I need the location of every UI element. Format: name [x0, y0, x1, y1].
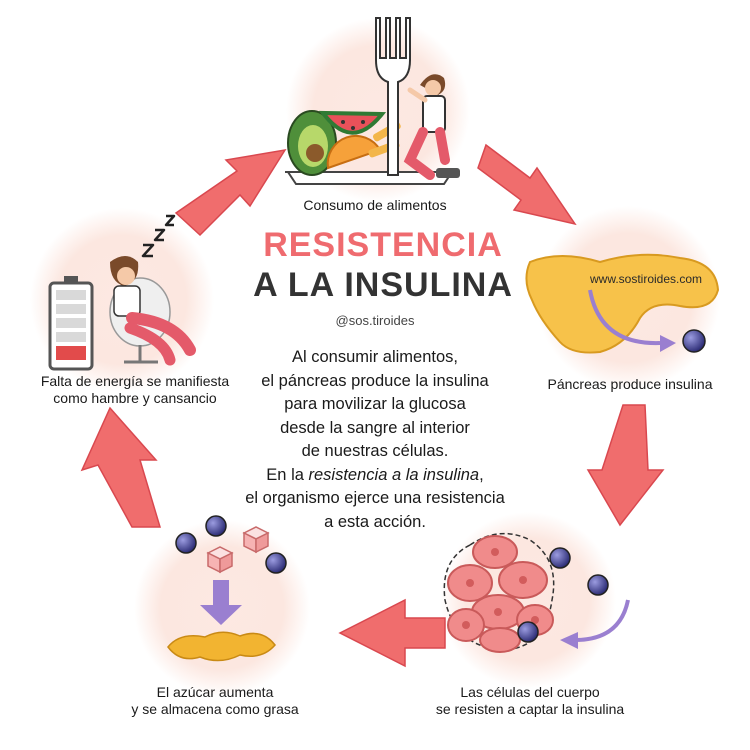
orange-slice-icon	[326, 134, 382, 170]
purple-arrow-icon	[560, 632, 578, 649]
caption-line: Las células del cuerpo	[460, 684, 600, 700]
insulin-molecule-icon	[205, 515, 227, 537]
watermelon-icon	[318, 110, 387, 135]
purple-arrow-icon	[660, 335, 676, 352]
caption-line: Páncreas produce insulina	[547, 376, 713, 392]
pancreas-illustration	[525, 253, 720, 354]
caption-line: El azúcar aumenta	[156, 684, 274, 700]
energy-illustration	[48, 214, 196, 371]
description-line: a esta acción.	[324, 512, 426, 531]
sugar-illustration	[167, 515, 287, 662]
caption-line: como hambre y cansancio	[53, 390, 217, 406]
sugar-cube-icon	[242, 526, 270, 554]
down-arrow-icon	[200, 580, 242, 625]
battery-low-icon	[48, 276, 94, 371]
website-url: www.sostiroides.com	[590, 272, 703, 286]
caption-pancreas: Páncreas produce insulina	[530, 376, 730, 393]
description-line: desde la sangre al interior	[280, 418, 470, 437]
title-line-2: A LA INSULINA	[253, 266, 513, 304]
cycle-arrow-icon	[586, 404, 665, 527]
insulin-molecule-icon	[265, 552, 287, 574]
description-prefix: En la	[266, 465, 309, 484]
fork-icon	[375, 17, 411, 176]
insulin-molecule-icon	[517, 621, 539, 643]
insulin-molecule-icon	[682, 329, 706, 353]
caption-line: Consumo de alimentos	[303, 197, 447, 213]
caption-line: y se almacena como grasa	[131, 701, 299, 717]
social-handle: @sos.tiroides	[335, 313, 415, 328]
description-line: Al consumir alimentos,	[292, 348, 458, 366]
cells-illustration	[443, 532, 630, 653]
title-line-1: RESISTENCIA	[263, 226, 503, 264]
caption-line: se resisten a captar la insulina	[435, 701, 625, 717]
caption-cells: Las células del cuerpo se resisten a cap…	[400, 684, 660, 718]
description-line: el páncreas produce la insulina	[261, 371, 489, 390]
caption-energy: Falta de energía se manifiesta como hamb…	[10, 373, 260, 407]
insulin-molecule-icon	[549, 547, 571, 569]
caption-line: Falta de energía se manifiesta	[40, 373, 230, 389]
fat-blob-icon	[167, 631, 276, 662]
sugar-cube-icon	[206, 546, 234, 574]
pancreas-icon	[525, 253, 720, 354]
food-illustration	[285, 17, 460, 185]
person-icon	[403, 74, 460, 180]
caption-sugar: El azúcar aumenta y se almacena como gra…	[90, 684, 340, 718]
cycle-arrow-icon	[338, 598, 446, 668]
cycle-arrow-icon	[477, 143, 577, 226]
description: Al consumir alimentos, el páncreas produ…	[225, 346, 525, 534]
insulin-molecule-icon	[587, 574, 609, 596]
cycle-arrow-icon	[80, 406, 162, 528]
cycle-arrow-icon	[174, 148, 287, 237]
description-line: de nuestras células.	[301, 442, 449, 460]
tired-person-icon	[109, 256, 196, 366]
description-emphasis: resistencia a la insulina	[308, 465, 480, 484]
avocado-icon	[287, 110, 337, 176]
description-line: En la resistencia a la insulina,	[225, 464, 525, 488]
description-line: el organismo ejerce una resistencia	[245, 489, 505, 507]
caption-food: Consumo de alimentos	[250, 197, 500, 214]
description-line: para movilizar la glucosa	[284, 395, 466, 413]
sleep-z-icon	[141, 214, 176, 258]
insulin-molecule-icon	[175, 532, 197, 554]
description-suffix: ,	[479, 465, 484, 484]
